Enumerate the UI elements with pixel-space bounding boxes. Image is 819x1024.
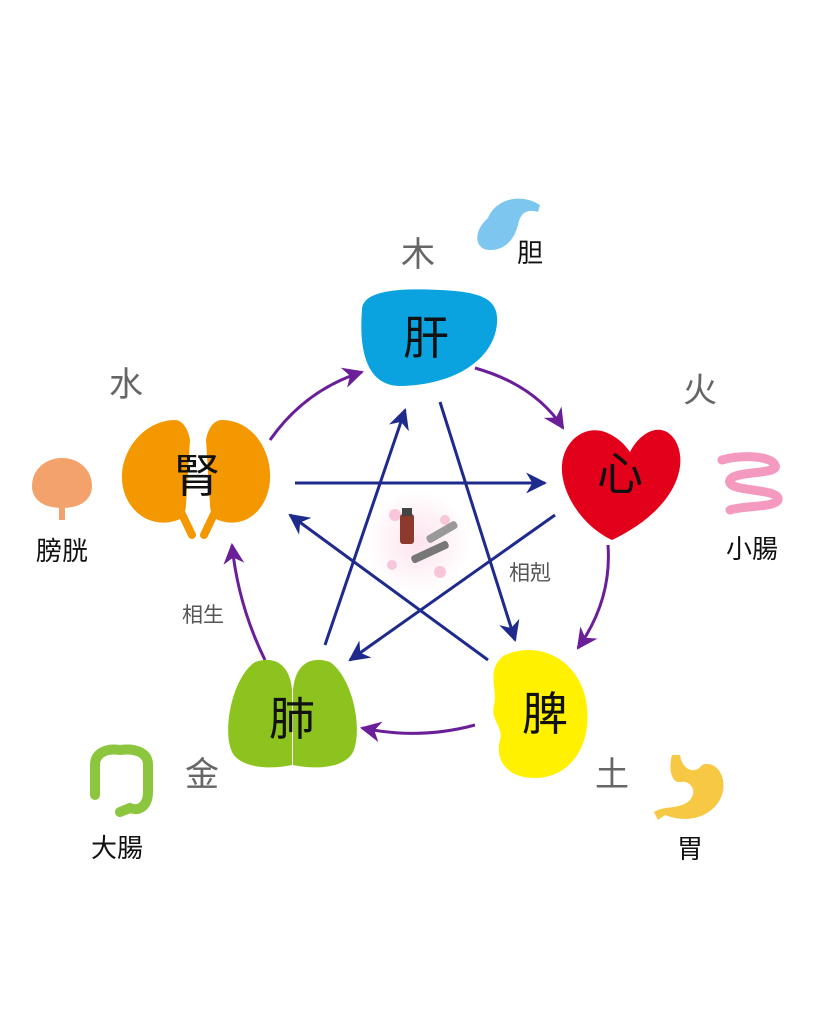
- spleen-label: 脾: [522, 687, 568, 741]
- generating-arrow-liver-heart: [474, 366, 565, 430]
- generating-arrow-heart-spleen: [576, 544, 610, 650]
- gallbladder-icon: [477, 198, 540, 250]
- heart-organ: 心: [561, 429, 681, 540]
- gallbladder-label: 胆: [517, 239, 543, 269]
- controlling-arrow-lung-liver: [323, 408, 409, 646]
- large-intestine-icon: [90, 744, 153, 817]
- small-intestine-icon: [717, 452, 783, 515]
- stomach-icon: [654, 755, 724, 820]
- element-label-fire: 火: [683, 371, 717, 411]
- liver-label: 肝: [403, 311, 449, 365]
- kidney-label: 腎: [174, 449, 220, 503]
- kidney-organ: 腎: [121, 420, 271, 539]
- spleen-organ: 脾: [493, 650, 588, 778]
- controlling-arrow-spleen-kidney: [288, 513, 489, 662]
- element-label-earth: 土: [595, 755, 629, 795]
- element-label-wood: 木: [401, 235, 435, 275]
- bladder-icon: [32, 458, 92, 520]
- small-intestine-label: 小腸: [726, 535, 778, 565]
- heart-label: 心: [597, 447, 643, 501]
- controlling-relation-label: 相剋: [509, 561, 551, 585]
- element-label-water: 水: [109, 365, 143, 405]
- large-intestine-label: 大腸: [91, 834, 143, 864]
- generating-relation-label: 相生: [182, 603, 224, 627]
- generating-arrow-kidney-liver: [268, 367, 365, 441]
- generating-arrow-spleen-lung: [359, 721, 476, 743]
- herbal-medicine-icon: [366, 490, 470, 594]
- controlling-arrow-liver-spleen: [438, 401, 520, 643]
- bladder-label: 膀胱: [36, 537, 88, 567]
- lung-label: 肺: [269, 692, 315, 746]
- liver-organ: 肝: [361, 289, 498, 386]
- controlling-arrow-heart-lung: [348, 513, 556, 662]
- stomach-label: 胃: [677, 835, 703, 865]
- element-label-metal: 金: [185, 755, 219, 795]
- lung-organ: 肺: [228, 659, 357, 768]
- generating-arrow-lung-kidney: [223, 542, 267, 661]
